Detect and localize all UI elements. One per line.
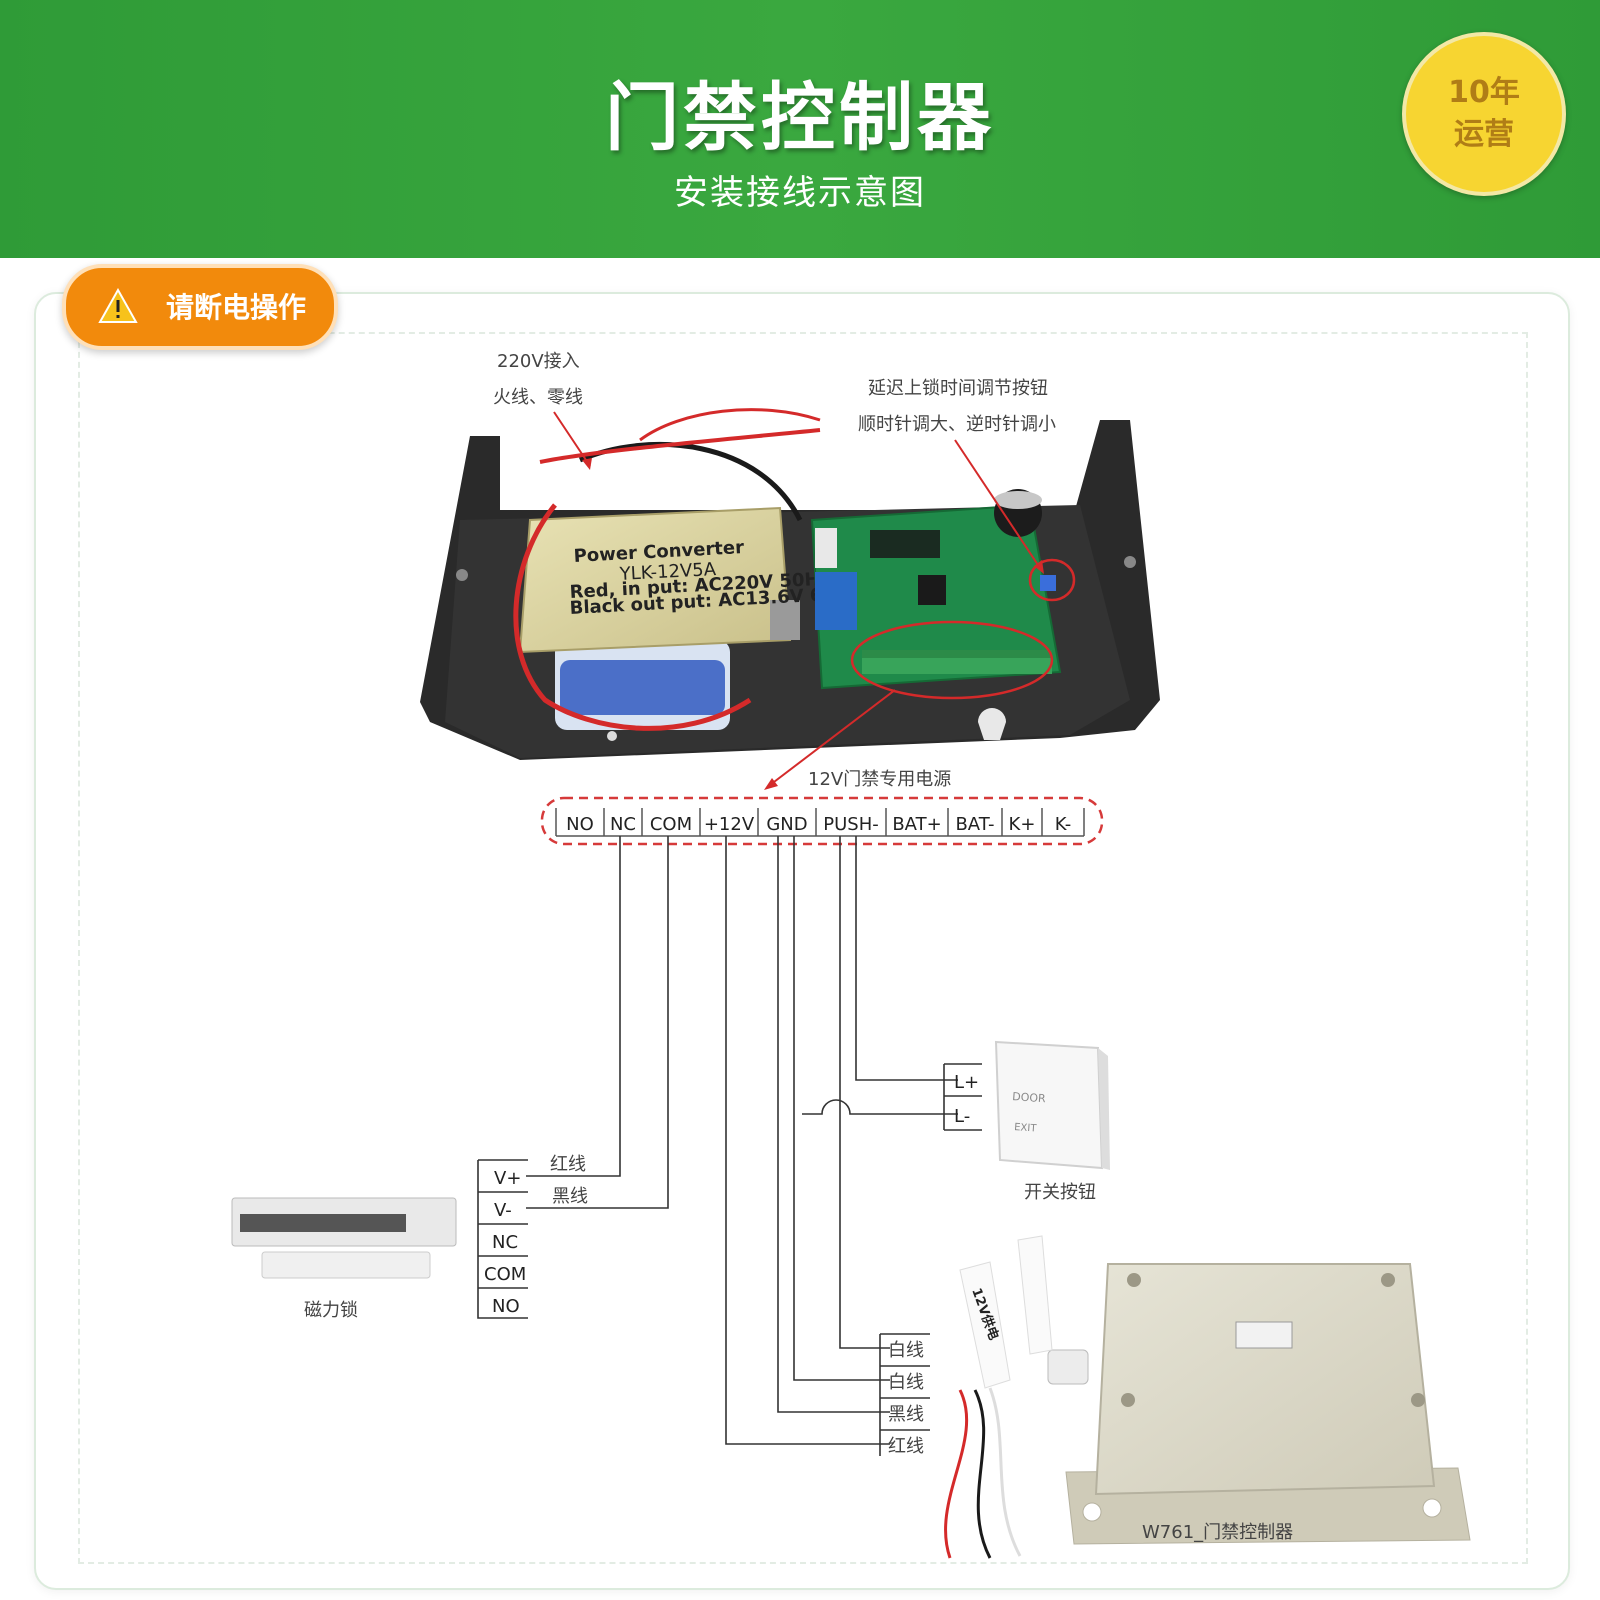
years-badge: 10年 运营 bbox=[1402, 32, 1566, 196]
wire-com-to-vminus bbox=[526, 836, 669, 1209]
terminal-k-minus: K- bbox=[1055, 814, 1071, 835]
terminal-push: PUSH- bbox=[823, 814, 879, 835]
terminal-nc: NC bbox=[610, 814, 636, 835]
maglock-vplus: V+ bbox=[494, 1168, 521, 1189]
ctrl-wire-white-1: 白线 bbox=[888, 1340, 924, 1361]
power-in-label-2: 火线、零线 bbox=[493, 387, 583, 408]
power-in-label-1: 220V接入 bbox=[497, 351, 580, 372]
w761-controller: 12V供电 W761_门禁控制器 bbox=[944, 1235, 1471, 1559]
control-pcb bbox=[810, 489, 1062, 690]
page-subtitle: 安装接线示意图 bbox=[674, 173, 926, 213]
wire-push-to-white bbox=[839, 836, 890, 1349]
wiring-lines bbox=[526, 836, 958, 1445]
power-supply-enclosure: Power Converter YLK-12V5A Red, in put: A… bbox=[420, 408, 1160, 760]
header-banner: 门禁控制器 安装接线示意图 10年 运营 bbox=[0, 0, 1600, 258]
mount-hole bbox=[607, 731, 617, 741]
exit-face-exit: EXIT bbox=[1014, 1122, 1038, 1135]
exit-button-block bbox=[943, 1063, 982, 1131]
screw-hole bbox=[456, 569, 468, 581]
wire-label-black: 黑线 bbox=[552, 1186, 588, 1207]
terminal-com: COM bbox=[650, 814, 692, 835]
knob-highlight bbox=[1028, 558, 1076, 602]
ctrl-wire-red: 红线 bbox=[888, 1436, 924, 1457]
transformer: Power Converter YLK-12V5A Red, in put: A… bbox=[518, 506, 855, 730]
power-in-arrow bbox=[553, 411, 591, 467]
terminal-bat-plus: BAT+ bbox=[892, 814, 941, 835]
diagram-card bbox=[34, 292, 1570, 1590]
page-title: 门禁控制器 bbox=[605, 75, 995, 161]
wire-gnd-to-lminus bbox=[802, 1099, 958, 1115]
transformer-label-2: YLK-12V5A bbox=[618, 559, 717, 585]
red-wire bbox=[513, 503, 752, 731]
diagram-frame bbox=[78, 332, 1528, 1564]
wire-gnd-to-black bbox=[777, 836, 890, 1413]
controller-wire-block bbox=[879, 1333, 930, 1456]
exit-lminus: L- bbox=[954, 1106, 970, 1127]
terminal-plus12v: +12V bbox=[704, 814, 755, 835]
maglock-name: 磁力锁 bbox=[304, 1300, 358, 1321]
terminal-no: NO bbox=[566, 814, 594, 835]
power-off-warning: 请断电操作 bbox=[62, 264, 338, 350]
terminal-highlight bbox=[850, 620, 1054, 700]
warning-icon bbox=[98, 288, 138, 323]
maglock-terminal-block bbox=[477, 1159, 528, 1319]
badge-line-2: 运营 bbox=[1454, 117, 1514, 152]
delay-label-1: 延迟上锁时间调节按钮 bbox=[868, 378, 1048, 399]
ctrl-wire-black: 黑线 bbox=[888, 1404, 924, 1425]
maglock-no: NO bbox=[492, 1296, 520, 1317]
terminal-gnd: GND bbox=[766, 814, 807, 835]
delay-knob bbox=[1040, 575, 1056, 591]
exit-button-name: 开关按钮 bbox=[1024, 1182, 1096, 1203]
terminal-k-plus: K+ bbox=[1009, 814, 1036, 835]
wire-nc-to-vplus bbox=[526, 836, 621, 1177]
supply-label: 12V门禁专用电源 bbox=[808, 769, 951, 790]
warning-label: 请断电操作 bbox=[166, 291, 307, 324]
ctrl-wire-white-2: 白线 bbox=[888, 1372, 924, 1393]
terminal-strip-outline bbox=[540, 796, 1104, 846]
maglock-com: COM bbox=[484, 1264, 526, 1285]
terminal-bat-minus: BAT- bbox=[955, 814, 994, 835]
maglock-nc: NC bbox=[492, 1232, 518, 1253]
magnetic-lock: 磁力锁 bbox=[231, 1197, 457, 1321]
maglock-vminus: V- bbox=[494, 1200, 512, 1221]
keyhole-slot bbox=[978, 708, 1006, 740]
delay-arrow bbox=[954, 439, 1041, 569]
mains-wire bbox=[539, 428, 821, 464]
terminal-strip: NO NC COM +12V GND PUSH- BAT+ BAT- K+ K- bbox=[540, 796, 1104, 846]
badge-line-1: 10年 bbox=[1448, 75, 1520, 110]
supply-arrow bbox=[769, 689, 896, 786]
delay-label-2: 顺时针调大、逆时针调小 bbox=[858, 414, 1056, 435]
exit-face-door: DOOR bbox=[1012, 1090, 1047, 1105]
wire-gnd-to-white bbox=[793, 836, 890, 1381]
controller-name: W761_门禁控制器 bbox=[1142, 1522, 1293, 1543]
wire-label-red: 红线 bbox=[550, 1154, 586, 1175]
wire-12v-to-red bbox=[725, 836, 890, 1445]
exit-lplus: L+ bbox=[954, 1072, 979, 1093]
exit-button: DOOR EXIT 开关按钮 bbox=[994, 1040, 1110, 1203]
screw-hole bbox=[1124, 556, 1136, 568]
wire-push-to-lplus bbox=[855, 836, 958, 1081]
